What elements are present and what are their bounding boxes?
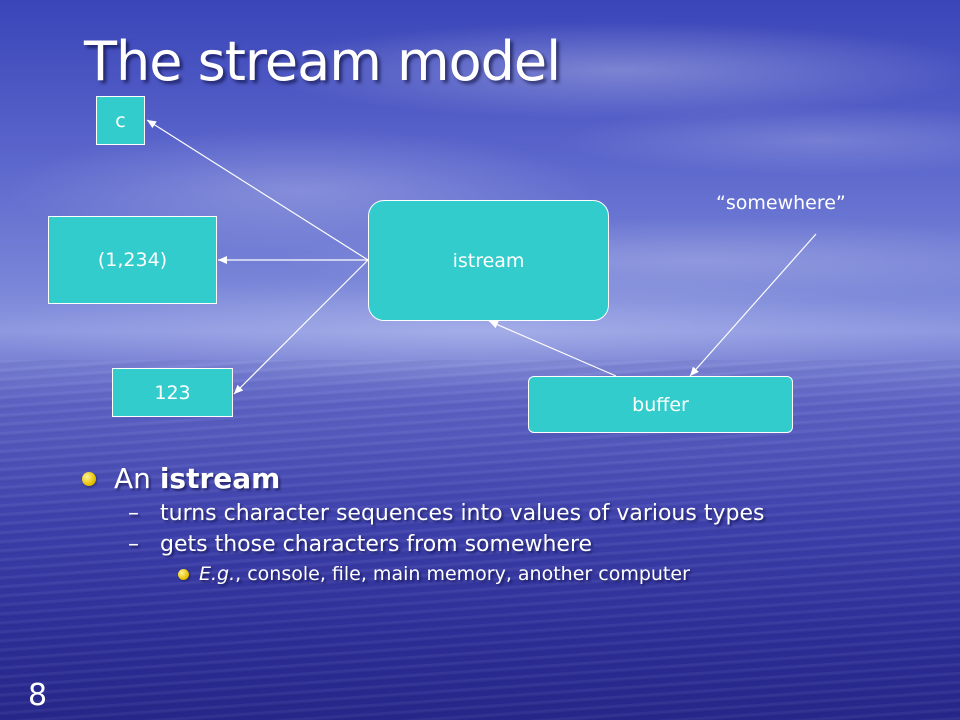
bullet-sub-2: –gets those characters from somewhere <box>128 532 922 557</box>
arrow-istream-to-c <box>146 119 369 261</box>
bullet-sub-1-text: turns character sequences into values of… <box>160 501 765 526</box>
background-waves <box>0 360 960 720</box>
bullet-example-italic: E.g. <box>199 563 236 585</box>
bullet-main-bold: istream <box>159 462 281 495</box>
node-pair-label: (1,234) <box>97 249 168 271</box>
node-somewhere: “somewhere” <box>716 192 846 214</box>
bullet-main-prefix: An <box>114 462 160 495</box>
node-istream: istream <box>368 200 609 321</box>
node-c: c <box>96 96 145 145</box>
bullet-example-text: E.g., console, file, main memory, anothe… <box>199 563 690 585</box>
arrow-istream-to-123 <box>233 259 369 395</box>
bullet-dot-icon <box>178 568 189 580</box>
node-c-label: c <box>115 109 126 132</box>
bullet-sub-1: –turns character sequences into values o… <box>128 501 922 526</box>
bullet-example-rest: , console, file, main memory, another co… <box>235 563 690 585</box>
arrow-somewhere-to-buffer <box>689 233 817 377</box>
bullet-main: An istream <box>82 462 922 495</box>
node-buffer: buffer <box>528 376 793 433</box>
bullet-example: E.g., console, file, main memory, anothe… <box>178 563 922 585</box>
node-pair: (1,234) <box>48 216 217 304</box>
bullet-main-text: An istream <box>114 462 280 495</box>
bullet-sub-2-text: gets those characters from somewhere <box>160 532 593 557</box>
dash-marker: – <box>128 501 139 526</box>
arrow-buffer-to-istream <box>488 320 617 377</box>
bullet-dot-icon <box>82 471 96 486</box>
node-istream-label: istream <box>452 249 525 272</box>
node-buffer-label: buffer <box>632 393 689 416</box>
bullet-list: An istream –turns character sequences in… <box>82 462 922 585</box>
node-123-label: 123 <box>154 381 191 404</box>
dash-marker: – <box>128 532 139 557</box>
node-123: 123 <box>112 368 233 417</box>
slide-title: The stream model <box>84 30 561 93</box>
page-number: 8 <box>28 678 48 713</box>
